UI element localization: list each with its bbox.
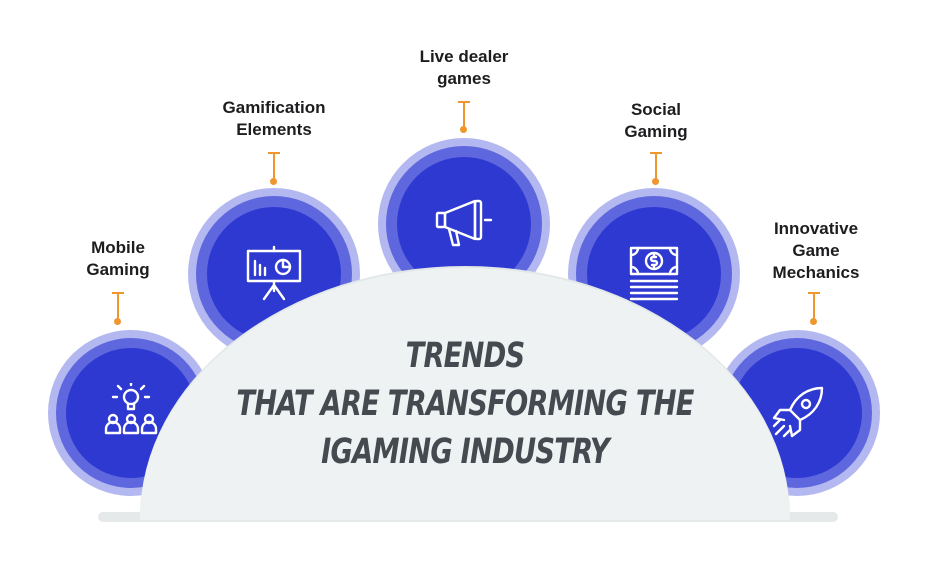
trend-label: Social Gaming bbox=[624, 100, 688, 141]
connector-line bbox=[650, 152, 662, 180]
center-title-line-3: IGAMING INDUSTRY bbox=[321, 432, 609, 472]
trend-label: Innovative Game Mechanics bbox=[772, 219, 860, 282]
connector-line bbox=[458, 101, 470, 128]
connector-dot bbox=[270, 178, 277, 185]
connector-line bbox=[808, 292, 820, 320]
center-title-line-1: TRENDS bbox=[405, 336, 526, 376]
center-title-line-2: THAT ARE TRANSFORMING THE bbox=[236, 384, 694, 424]
connector-dot bbox=[652, 178, 659, 185]
connector-line bbox=[112, 292, 124, 320]
connector-dot bbox=[810, 318, 817, 325]
trend-label: Mobile Gaming bbox=[86, 238, 150, 279]
trend-label: Live dealer games bbox=[419, 47, 509, 88]
connector-dot bbox=[460, 126, 467, 133]
trend-label: Gamification Elements bbox=[222, 98, 326, 139]
connector-dot bbox=[114, 318, 121, 325]
center-title: TRENDS THAT ARE TRANSFORMING THE IGAMING… bbox=[212, 332, 719, 476]
connector-line bbox=[268, 152, 280, 180]
